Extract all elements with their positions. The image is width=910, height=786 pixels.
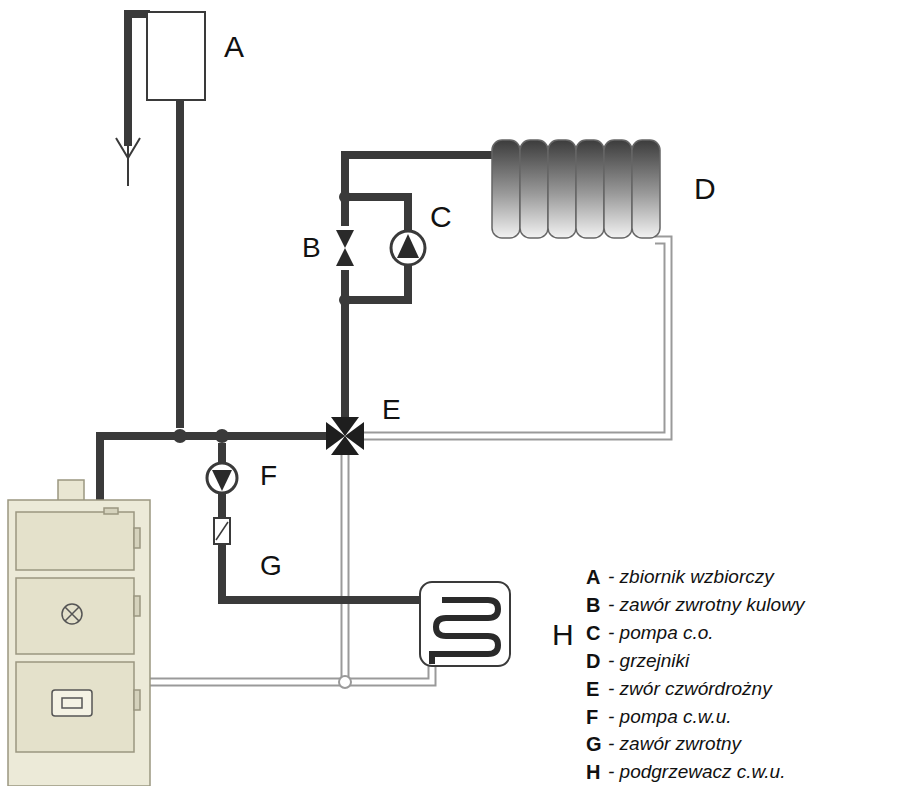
callout-letter: E <box>382 396 401 424</box>
callout-letter: C <box>430 202 452 232</box>
dhw-heater <box>420 582 510 666</box>
legend-text: - zawór zwrotny <box>608 734 741 753</box>
legend-text: - zwór czwórdrożny <box>608 679 772 698</box>
legend-letter: H <box>586 762 600 782</box>
vent-end <box>116 138 140 186</box>
legend-text: - podgrzewacz c.w.u. <box>608 762 785 781</box>
boiler <box>8 480 150 786</box>
dhw-pump <box>207 463 237 493</box>
return-pipes <box>150 240 668 682</box>
legend-letter: E <box>586 679 599 699</box>
pipe-junction <box>339 676 351 688</box>
callout-letter: F <box>260 462 277 490</box>
legend-text: - pompa c.o. <box>608 623 714 642</box>
supply-pipes <box>100 14 492 600</box>
legend-letter: B <box>586 595 600 615</box>
pipe-junctions <box>173 191 351 443</box>
legend-letter: G <box>586 734 602 754</box>
heating-pump <box>391 231 425 265</box>
callout-letter: B <box>302 234 321 262</box>
callout-letter: H <box>552 620 574 650</box>
expansion-tank <box>147 12 205 100</box>
legend-text: - grzejniki <box>608 651 689 670</box>
legend-letter: F <box>586 707 598 727</box>
legend-letter: D <box>586 651 600 671</box>
legend-text: - pompa c.w.u. <box>608 707 732 726</box>
legend-text: - zawór zwrotny kulowy <box>608 595 804 614</box>
check-valve <box>214 518 230 544</box>
callout-letter: D <box>694 174 716 204</box>
legend-letter: A <box>586 567 600 587</box>
ball-check-valve <box>336 226 354 270</box>
radiator <box>492 140 660 238</box>
callout-letter: G <box>260 552 282 580</box>
four-way-valve <box>326 417 364 455</box>
callout-letter: A <box>224 32 244 62</box>
legend-text: - zbiornik wzbiorczy <box>608 567 774 586</box>
legend-letter: C <box>586 623 600 643</box>
